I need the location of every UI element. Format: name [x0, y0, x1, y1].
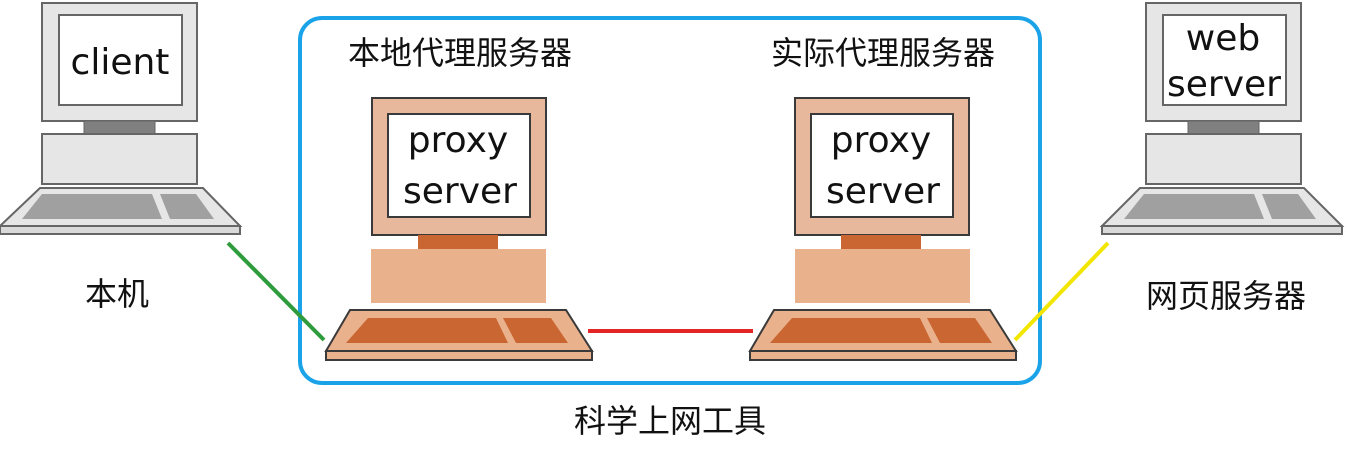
web-server-caption: 网页服务器	[1146, 277, 1306, 315]
web-server-keys-side	[1262, 194, 1316, 219]
local-proxy-screen-line2: server	[403, 171, 517, 212]
remote-proxy-computer-icon: proxy server	[748, 97, 1018, 361]
web-server-monitor-neck	[1187, 120, 1260, 135]
proxy-tool-group-box	[298, 16, 1042, 385]
local-proxy-keys-main	[346, 318, 508, 343]
web-server-computer-icon: web server	[1099, 2, 1345, 235]
remote-proxy-keyboard-base	[749, 350, 1017, 361]
client-caption: 本机	[85, 275, 149, 313]
web-server-keyboard-base	[1101, 225, 1343, 235]
remote-proxy-system-unit	[795, 249, 970, 303]
client-screen-label: client	[71, 42, 170, 83]
web-server-screen-line2: server	[1167, 64, 1281, 105]
local-proxy-screen	[387, 113, 531, 218]
client-monitor-neck	[83, 120, 156, 135]
local-proxy-title: 本地代理服务器	[348, 34, 572, 72]
remote-proxy-screen-line1: proxy	[831, 120, 931, 161]
client-system-unit	[41, 133, 198, 185]
client-to-local-proxy-link	[226, 241, 326, 342]
local-proxy-system-unit	[371, 249, 546, 303]
client-keyboard-base	[0, 225, 241, 235]
web-server-keys-main	[1124, 194, 1264, 219]
local-proxy-keys-side	[503, 318, 568, 343]
web-server-system-unit	[1145, 133, 1302, 185]
remote-proxy-to-web-server-link	[1013, 241, 1110, 342]
remote-proxy-title: 实际代理服务器	[771, 34, 995, 72]
client-screen	[58, 14, 183, 106]
remote-proxy-screen-line2: server	[826, 171, 940, 212]
client-computer-icon: client	[0, 2, 243, 235]
local-proxy-monitor-neck	[418, 235, 498, 249]
remote-proxy-screen	[810, 113, 954, 218]
proxy-tool-group-label: 科学上网工具	[574, 402, 766, 440]
local-proxy-screen-line1: proxy	[408, 120, 508, 161]
client-keys-side	[160, 194, 214, 219]
web-server-screen	[1162, 14, 1287, 106]
local-proxy-computer-icon: proxy server	[324, 97, 594, 361]
local-proxy-keyboard-base	[325, 350, 593, 361]
remote-proxy-keys-main	[770, 318, 932, 343]
client-keys-main	[22, 194, 162, 219]
remote-proxy-keys-side	[927, 318, 992, 343]
web-server-screen-line1: web	[1186, 18, 1260, 59]
remote-proxy-monitor-neck	[841, 235, 921, 249]
